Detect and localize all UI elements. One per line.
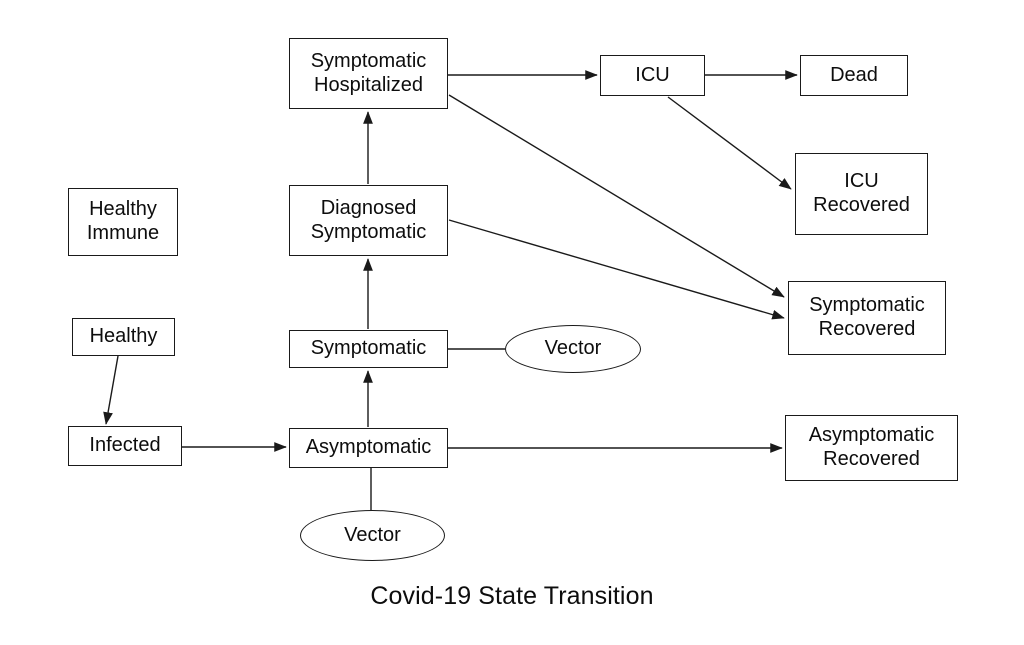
- node-asymptomatic[interactable]: Asymptomatic: [289, 428, 448, 468]
- node-label-line1: ICU: [635, 63, 670, 86]
- node-vector-symptomatic[interactable]: Vector: [505, 325, 641, 373]
- node-healthy[interactable]: Healthy: [72, 318, 175, 356]
- node-label-line1: Asymptomatic: [305, 436, 432, 459]
- node-vector-asymptomatic[interactable]: Vector: [300, 510, 445, 561]
- edge-icu-to-icu-recovered: [667, 96, 792, 190]
- node-label-line1: Healthy: [89, 198, 157, 221]
- node-infected[interactable]: Infected: [68, 426, 182, 466]
- edge-hospitalized-to-symptomatic-recovered: [448, 94, 785, 298]
- edge-healthy-to-infected: [103, 355, 119, 425]
- node-label-line1: Symptomatic: [310, 337, 427, 360]
- node-label-line1: Vector: [544, 337, 602, 360]
- node-label-line1: Vector: [344, 523, 401, 546]
- node-label-line1: Infected: [89, 434, 161, 457]
- page-title: Covid-19 State Transition: [370, 582, 654, 610]
- node-symptomatic[interactable]: Symptomatic: [289, 330, 448, 368]
- node-label-line1: Symptomatic: [809, 294, 925, 317]
- node-label-line1: Symptomatic: [310, 49, 427, 72]
- node-label-line2: Recovered: [823, 448, 920, 470]
- node-label-line1: ICU: [844, 170, 879, 193]
- node-label-line2: Symptomatic: [310, 220, 427, 243]
- node-label-line1: Dead: [830, 63, 878, 86]
- node-icu[interactable]: ICU: [600, 55, 705, 96]
- edge-diagnosed-to-symptomatic-recovered: [448, 219, 785, 320]
- node-dead[interactable]: Dead: [800, 55, 908, 96]
- node-label-line1: Diagnosed: [320, 196, 417, 219]
- node-label-line2: Hospitalized: [314, 73, 423, 96]
- node-label-line2: Recovered: [813, 194, 910, 216]
- node-label-line2: Immune: [86, 222, 160, 244]
- node-label-line1: Asymptomatic: [808, 424, 935, 447]
- node-label-line1: Healthy: [89, 325, 158, 348]
- node-label-line2: Recovered: [818, 318, 916, 340]
